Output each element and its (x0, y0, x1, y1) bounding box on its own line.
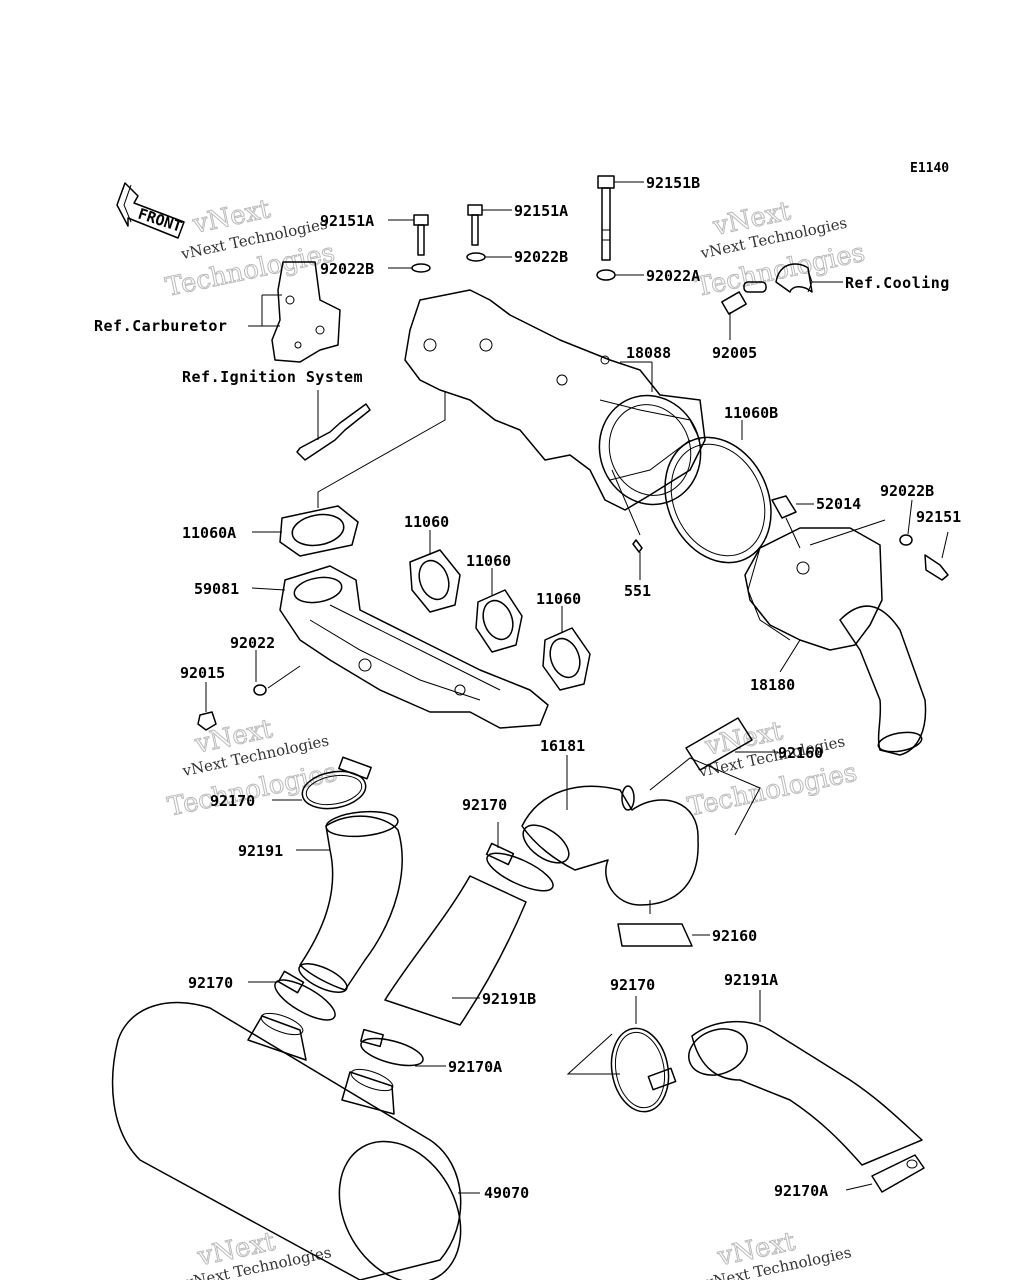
washer-92022B-left (411, 263, 431, 273)
label-52014: 52014 (816, 495, 861, 513)
sheet-92160-lower (617, 900, 710, 947)
label-11060-2: 11060 (466, 552, 511, 570)
ref-cooling: Ref.Cooling (845, 274, 950, 292)
gasket-11060B (664, 420, 772, 564)
label-92151A-center: 92151A (514, 202, 568, 220)
hose-92191A (688, 990, 923, 1166)
fitting-92005 (721, 291, 747, 340)
washer-92022A (596, 269, 616, 281)
label-92022A: 92022A (646, 267, 700, 285)
watermark-1: vNext vNext Technologies Technologies (163, 194, 339, 304)
washer-92022B-right (899, 534, 913, 546)
label-18180: 18180 (750, 676, 795, 694)
label-92170A-middle: 92170A (448, 1058, 502, 1076)
exhaust-pipe-18088 (404, 289, 706, 511)
bolt-92151B (597, 175, 644, 261)
label-92191: 92191 (238, 842, 283, 860)
bolt-92151A-left (388, 214, 429, 256)
sheet-92160-upper (649, 717, 778, 836)
label-92160-lower: 92160 (712, 927, 757, 945)
cooling-hose (743, 263, 843, 293)
gasket-11060A (252, 505, 359, 557)
label-92191A: 92191A (724, 971, 778, 989)
nipple-52014 (771, 495, 814, 549)
pin-551 (611, 469, 643, 580)
label-92170A-right: 92170A (774, 1182, 828, 1200)
clamp-92170A-middle (360, 1028, 446, 1067)
elbow-16181 (521, 755, 699, 906)
label-92022B-center: 92022B (514, 248, 568, 266)
label-92191B: 92191B (482, 990, 536, 1008)
label-92170-center: 92170 (462, 796, 507, 814)
clamp-92170-top (272, 756, 372, 810)
exhaust-manifold-59081 (251, 565, 549, 729)
exhaust-chamber-18180 (744, 519, 927, 756)
carburetor-bracket (248, 261, 341, 363)
diagram-code: E1140 (910, 161, 949, 176)
label-92022B-right: 92022B (880, 482, 934, 500)
clamp-92170A-right (845, 1154, 925, 1193)
ref-carburetor: Ref.Carburetor (94, 317, 227, 335)
watermark-2: vNext vNext Technologies Technologies (693, 196, 869, 304)
label-59081: 59081 (194, 580, 239, 598)
label-92022: 92022 (230, 634, 275, 652)
bolt-92151A-center (467, 204, 512, 246)
hose-92191 (296, 810, 403, 993)
label-92022B-left: 92022B (320, 260, 374, 278)
label-92151A-left: 92151A (320, 212, 374, 230)
label-11060-1: 11060 (404, 513, 449, 531)
label-92160-upper: 92160 (778, 744, 823, 762)
label-11060A: 11060A (182, 524, 236, 542)
label-92170-top: 92170 (210, 792, 255, 810)
washer-92022 (253, 684, 267, 696)
bolt-92151-right (924, 531, 949, 581)
watermark-5: vNext vNext Technologies (183, 1226, 333, 1280)
label-16181: 16181 (540, 737, 585, 755)
label-49070: 49070 (484, 1184, 529, 1202)
label-18088: 18088 (626, 344, 671, 362)
gasket-11060-1 (409, 530, 461, 613)
ignition-sensor (296, 390, 371, 461)
label-92170-right: 92170 (610, 976, 655, 994)
label-92170-left: 92170 (188, 974, 233, 992)
clamp-92170-left (248, 970, 336, 1021)
label-11060B: 11060B (724, 404, 778, 422)
muffler-49070 (111, 1001, 480, 1280)
gasket-11060-3 (542, 606, 591, 691)
label-92151-right: 92151 (916, 508, 961, 526)
washer-92022B-center (466, 252, 486, 262)
watermark-group: vNext vNext Technologies Technologies vN… (163, 194, 869, 1280)
label-92005: 92005 (712, 344, 757, 362)
hose-92191B (384, 875, 527, 1026)
label-92015: 92015 (180, 664, 225, 682)
clamp-92170-center (485, 822, 554, 892)
part-labels: 92151A 92151A 92151B 92022B 92022B 92022… (180, 174, 961, 1202)
nut-92015 (197, 682, 217, 731)
label-92151B: 92151B (646, 174, 700, 192)
label-551: 551 (624, 582, 651, 600)
front-arrow-icon: FRONT (116, 182, 185, 239)
clamp-92170-right (566, 996, 677, 1113)
watermark-6: vNext vNext Technologies (703, 1226, 853, 1280)
label-11060-3: 11060 (536, 590, 581, 608)
gasket-11060-2 (475, 568, 523, 653)
ref-ignition-system: Ref.Ignition System (182, 368, 363, 386)
